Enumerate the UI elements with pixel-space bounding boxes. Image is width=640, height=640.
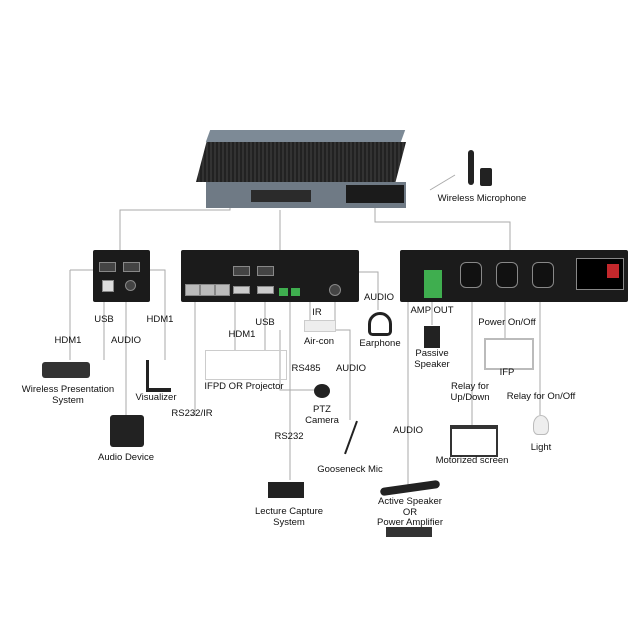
label-power: Power On/Off (478, 317, 536, 328)
aircon-image (304, 320, 336, 332)
label-passive-speaker: Passive Speaker (414, 348, 450, 370)
label-audio: AUDIO (335, 363, 367, 374)
label-ptz-camera: PTZ Camera (305, 404, 339, 426)
label-hdmi: HDM1 (146, 314, 174, 325)
label-visualizer: Visualizer (135, 392, 177, 403)
lecture-capture-image (268, 482, 304, 498)
label-wireless-presentation: Wireless Presentation System (21, 384, 115, 406)
rear-panel-left (93, 250, 150, 302)
audio-device-image (110, 415, 144, 447)
label-motorized-screen: Motorized screen (435, 455, 509, 466)
label-ifpd-projector: IFPD OR Projector (204, 381, 284, 392)
earphone-image (368, 312, 392, 336)
label-usb: USB (94, 314, 114, 325)
label-hdmi: HDM1 (228, 329, 256, 340)
passive-speaker-image (424, 326, 440, 348)
label-amp-out: AMP OUT (410, 305, 454, 316)
label-relay-on-off: Relay for On/Off (506, 391, 576, 402)
motorized-screen-image (450, 425, 498, 457)
label-usb: USB (255, 317, 275, 328)
label-audio: AUDIO (363, 292, 395, 303)
label-ir: IR (312, 307, 322, 318)
label-ifp: IFP (499, 367, 515, 378)
label-rs232-ir: RS232/IR (171, 408, 213, 419)
wireless-microphone-image (468, 150, 474, 185)
label-active-speaker: Active Speaker OR Power Amplifier (377, 496, 443, 528)
label-earphone: Earphone (359, 338, 401, 349)
label-lecture-capture: Lecture Capture System (254, 506, 324, 528)
ptz-camera-image (314, 384, 330, 398)
main-unit (196, 130, 406, 210)
label-audio: AUDIO (392, 425, 424, 436)
light-bulb-image (533, 415, 549, 435)
wireless-microphone-label: Wireless Microphone (437, 193, 527, 204)
label-audio: AUDIO (110, 335, 142, 346)
rear-panel-middle (181, 250, 359, 302)
power-amplifier-image (386, 527, 432, 537)
ifpd-image (205, 350, 287, 380)
wireless-presentation-image (42, 362, 90, 378)
ifp-image (484, 338, 534, 370)
label-relay-up-down: Relay for Up/Down (450, 381, 490, 403)
rear-panel-right (400, 250, 628, 302)
label-rs232: RS232 (274, 431, 304, 442)
label-aircon: Air-con (303, 336, 335, 347)
label-audio-device: Audio Device (98, 452, 154, 463)
label-rs485: RS485 (291, 363, 321, 374)
label-light: Light (530, 442, 552, 453)
label-gooseneck-mic: Gooseneck Mic (317, 464, 383, 475)
wireless-receiver-image (480, 168, 492, 186)
visualizer-image (146, 360, 171, 392)
label-hdmi: HDM1 (54, 335, 82, 346)
